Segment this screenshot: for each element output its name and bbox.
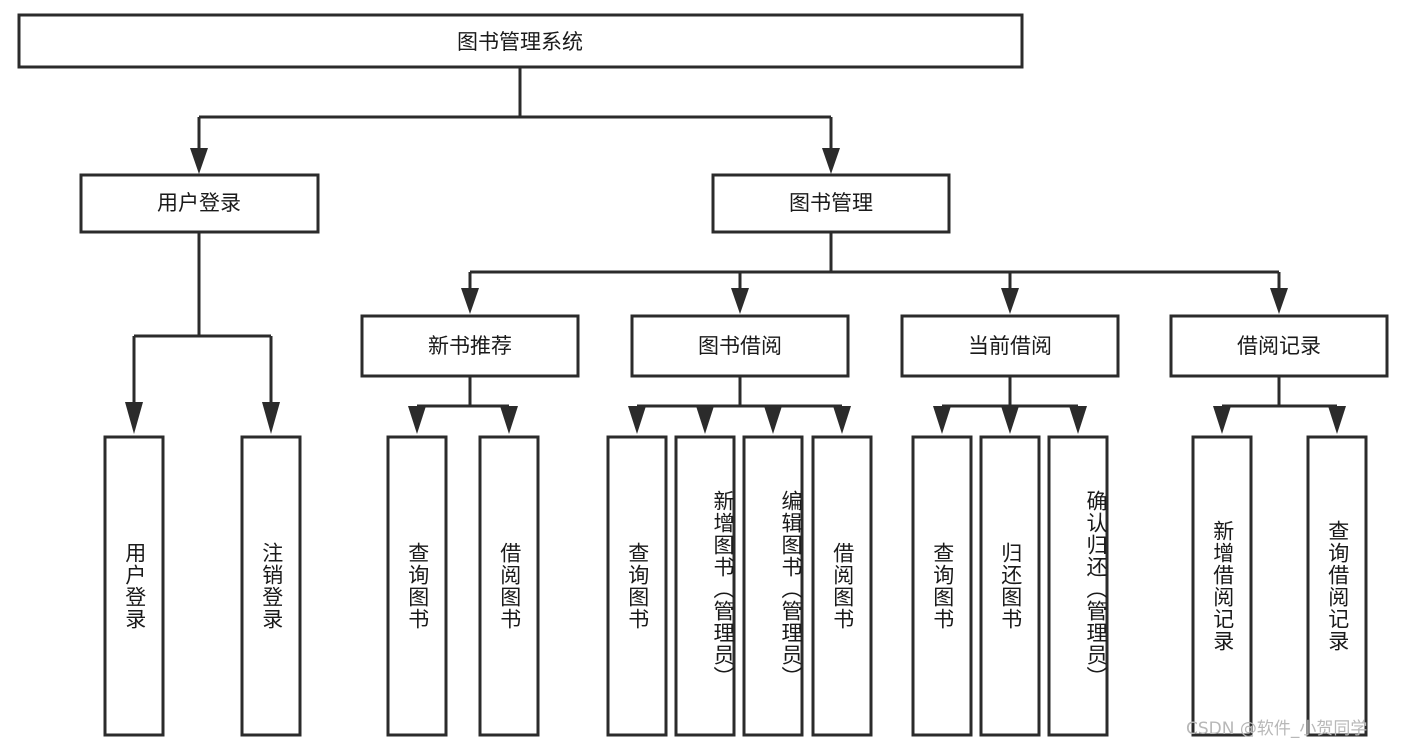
arrow-leaf-query-book-3: [933, 406, 951, 434]
node-box-leaf-borrow-book-2[interactable]: [811, 435, 873, 737]
arrow-leaf-query-book-1: [408, 406, 426, 434]
node-box-leaf-query-book-2[interactable]: [606, 435, 668, 737]
node-label-book-manage: 图书管理: [789, 191, 873, 215]
node-box-leaf-add-record[interactable]: [1191, 435, 1253, 737]
arrow-to-book-manage: [822, 148, 840, 174]
arrow-to-new-book: [461, 288, 479, 314]
arrow-leaf-confirm-return: [1069, 406, 1087, 434]
node-label-new-book-recommend: 新书推荐: [428, 334, 512, 358]
arrow-leaf-user-login: [125, 402, 143, 434]
arrow-leaf-edit-book: [764, 406, 782, 434]
arrow-to-user-login: [190, 148, 208, 174]
node-box-leaf-user-login[interactable]: [103, 435, 165, 737]
node-box-leaf-logout-login[interactable]: [240, 435, 302, 737]
node-box-user-login[interactable]: [79, 173, 320, 234]
arrow-leaf-add-book: [696, 406, 714, 434]
node-box-leaf-return-book[interactable]: [979, 435, 1041, 737]
arrow-leaf-borrow-book-1: [500, 406, 518, 434]
node-box-leaf-edit-book[interactable]: [742, 435, 804, 737]
node-box-root[interactable]: [17, 13, 1024, 69]
watermark-text: CSDN @软件_小贺同学: [1186, 719, 1368, 739]
node-box-leaf-query-book-3[interactable]: [911, 435, 973, 737]
node-label-root: 图书管理系统: [457, 30, 583, 54]
arrow-leaf-query-record: [1328, 406, 1346, 434]
arrow-leaf-borrow-book-2: [833, 406, 851, 434]
node-box-book-borrow[interactable]: [630, 314, 850, 378]
nodes-group: 图书管理系统 用户登录 图书管理 新书推荐 图书借阅 当前借阅 借阅记录: [17, 13, 1389, 737]
node-label-current-borrow: 当前借阅: [968, 334, 1052, 358]
node-box-leaf-add-book[interactable]: [674, 435, 736, 737]
node-box-borrow-record[interactable]: [1169, 314, 1389, 378]
arrow-leaf-return-book: [1001, 406, 1019, 434]
node-box-current-borrow[interactable]: [900, 314, 1120, 378]
node-box-leaf-query-record[interactable]: [1306, 435, 1368, 737]
arrow-leaf-logout-login: [262, 402, 280, 434]
arrow-to-current-borrow: [1001, 288, 1019, 314]
node-box-new-book-recommend[interactable]: [360, 314, 580, 378]
arrow-leaf-query-book-2: [628, 406, 646, 434]
arrow-to-borrow-record: [1270, 288, 1288, 314]
node-label-user-login: 用户登录: [157, 191, 241, 215]
node-label-book-borrow: 图书借阅: [698, 334, 782, 358]
node-box-leaf-confirm-return[interactable]: [1047, 435, 1109, 737]
node-label-borrow-record: 借阅记录: [1237, 334, 1321, 358]
node-box-leaf-query-book-1[interactable]: [386, 435, 448, 737]
node-box-leaf-borrow-book-1[interactable]: [478, 435, 540, 737]
node-box-book-manage[interactable]: [711, 173, 951, 234]
arrow-leaf-add-record: [1213, 406, 1231, 434]
arrow-to-book-borrow: [731, 288, 749, 314]
connectors-group: [125, 68, 1346, 434]
